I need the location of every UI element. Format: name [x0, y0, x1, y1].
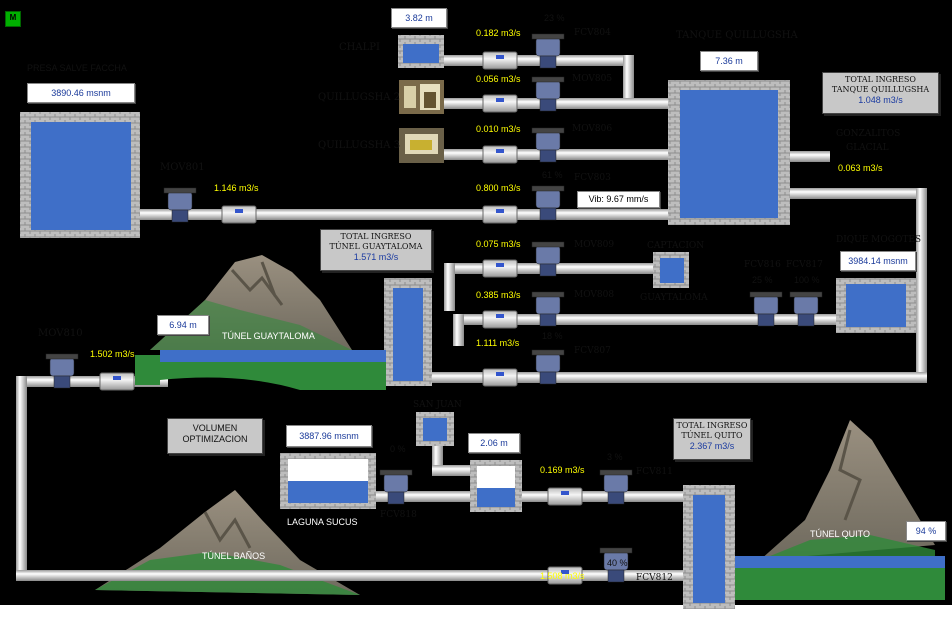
total-ingreso-tanque-quillugsha: TOTAL INGRESO TANQUE QUILLUGSHA 1.048 m3…	[822, 72, 939, 114]
label-presa-salve-faccha: PRESA SALVE FACCHA	[27, 63, 127, 73]
tank-captacion	[653, 252, 689, 288]
value-tunel-quito-level[interactable]: 94 %	[906, 521, 946, 541]
flow-meters	[99, 51, 583, 585]
label-mov805[interactable]: MOV805	[572, 74, 613, 84]
label-quillugsha-2: QUILLUGSHA 2	[318, 92, 401, 103]
pct-fcv812: 40 %	[607, 558, 628, 568]
label-quillugsha-3: QUILLUGSHA 3	[318, 140, 401, 151]
total-guaytaloma-line2: TÚNEL GUAYTALOMA	[329, 242, 423, 251]
pct-fcv803: 61 %	[542, 170, 563, 180]
label-fcv807[interactable]: FCV807	[574, 346, 611, 356]
label-fcv803[interactable]: FCV803	[574, 173, 611, 183]
pct-fcv818: 0 %	[390, 444, 406, 454]
tank-san-juan	[416, 412, 454, 446]
label-san-juan: SAN JUAN	[413, 400, 462, 410]
label-fcv816[interactable]: FCV816	[744, 260, 781, 270]
tank-dique-mogotes	[836, 278, 916, 333]
flow-mov801: 1.146 m3/s	[214, 183, 259, 193]
channel-tunel-guaytaloma	[135, 350, 386, 390]
value-laguna-sucus-level[interactable]: 3887.96 msnm	[286, 425, 372, 447]
value-chalpi-level[interactable]: 3.82 m	[391, 8, 447, 28]
label-fcv804[interactable]: FCV804	[574, 28, 611, 38]
flow-mov810: 1.502 m3/s	[90, 349, 135, 359]
value-salve-faccha-level[interactable]: 3890.46 msnm	[27, 83, 135, 103]
label-gonzalitos: GONZALITOS	[836, 129, 901, 139]
mode-indicator[interactable]: M	[5, 11, 21, 27]
total-guaytaloma-value: 1.571 m3/s	[353, 252, 399, 262]
total-ingreso-tunel-guaytaloma: TOTAL INGRESO TÚNEL GUAYTALOMA 1.571 m3/…	[320, 229, 432, 271]
pct-fcv811: 3 %	[607, 452, 623, 462]
value-tunel-guaytaloma-level[interactable]: 6.94 m	[157, 315, 209, 335]
value-tanque-level[interactable]: 7.36 m	[700, 51, 758, 71]
label-dique-mogotes: DIQUE MOGOTES	[836, 235, 922, 245]
tank-quillugsha	[668, 80, 790, 225]
flow-fcv803: 0.800 m3/s	[476, 183, 521, 193]
label-glacial: GLACIAL	[846, 143, 889, 153]
total-quito-value: 2.367 m3/s	[689, 441, 735, 451]
tank-salve-faccha	[20, 112, 140, 238]
label-chalpi: CHALPI	[339, 42, 380, 53]
flow-mov806: 0.010 m3/s	[476, 124, 521, 134]
channel-tunel-quito	[735, 556, 945, 600]
label-mov810[interactable]: MOV810	[38, 328, 83, 339]
value-san-juan-level[interactable]: 2.06 m	[468, 433, 520, 453]
label-mov808[interactable]: MOV808	[574, 290, 615, 300]
tank-chalpi	[398, 35, 444, 68]
photo-quillugsha-3	[399, 128, 444, 163]
chamber-tunel-quito	[683, 485, 735, 609]
flow-gonzalitos: 0.063 m3/s	[838, 163, 883, 173]
label-guaytaloma-captacion: GUAYTALOMA	[640, 293, 708, 303]
label-mov809[interactable]: MOV809	[574, 240, 615, 250]
label-fcv817[interactable]: FCV817	[786, 260, 823, 270]
chamber-2-06	[470, 460, 522, 512]
label-laguna-sucus: LAGUNA SUCUS	[287, 517, 358, 527]
tank-laguna-sucus	[280, 453, 376, 509]
volumen-optimizacion-button[interactable]: VOLUMEN OPTIMIZACION	[167, 418, 263, 454]
label-mov806[interactable]: MOV806	[572, 124, 613, 134]
total-guaytaloma-line1: TOTAL INGRESO	[340, 232, 412, 241]
volumen-line2: OPTIMIZACION	[182, 434, 248, 444]
flow-mov808: 0.385 m3/s	[476, 290, 521, 300]
flow-fcv812: 1.508 m3/s	[540, 571, 585, 581]
valves	[45, 33, 823, 583]
label-fcv811[interactable]: FCV811	[636, 467, 673, 477]
total-quillugsha-value: 1.048 m3/s	[858, 95, 903, 105]
label-mov801[interactable]: MOV801	[160, 162, 205, 173]
flow-fcv807: 1.111 m3/s	[476, 338, 520, 348]
value-dique-mogotes-level[interactable]: 3984.14 msnm	[840, 251, 916, 271]
flow-fcv811: 0.169 m3/s	[540, 465, 585, 475]
pct-fcv817: 100 %	[794, 275, 820, 285]
label-tunel-banos: TÚNEL BAÑOS	[202, 551, 266, 561]
total-quillugsha-line2: TANQUE QUILLUGSHA	[831, 85, 930, 94]
pct-fcv804: 23 %	[544, 13, 565, 23]
flow-fcv804: 0.182 m3/s	[476, 28, 521, 38]
photo-quillugsha-2	[399, 80, 444, 114]
label-tunel-guaytaloma: TÚNEL GUAYTALOMA	[222, 331, 315, 341]
value-fcv803-vibration: Vib: 9.67 mm/s	[577, 191, 660, 208]
label-tunel-quito: TÚNEL QUITO	[810, 529, 871, 539]
total-quillugsha-line1: TOTAL INGRESO	[845, 75, 916, 84]
label-fcv812[interactable]: FCV812	[636, 573, 673, 583]
flow-mov809: 0.075 m3/s	[476, 239, 521, 249]
pct-fcv807: 18 %	[542, 331, 563, 341]
flow-mov805: 0.056 m3/s	[476, 74, 521, 84]
total-quito-line1: TOTAL INGRESO	[676, 421, 748, 430]
volumen-line1: VOLUMEN	[192, 423, 238, 433]
label-captacion: CAPTACION	[647, 241, 705, 251]
total-ingreso-tunel-quito: TOTAL INGRESO TÚNEL QUITO 2.367 m3/s	[673, 418, 751, 460]
chamber-guaytaloma	[384, 278, 432, 386]
label-fcv818[interactable]: FCV818	[380, 510, 417, 520]
total-quito-line2: TÚNEL QUITO	[681, 431, 743, 440]
label-tanque-quillugsha: TANQUE QUILLUGSHA	[676, 30, 798, 41]
pct-fcv816: 25 %	[752, 275, 773, 285]
